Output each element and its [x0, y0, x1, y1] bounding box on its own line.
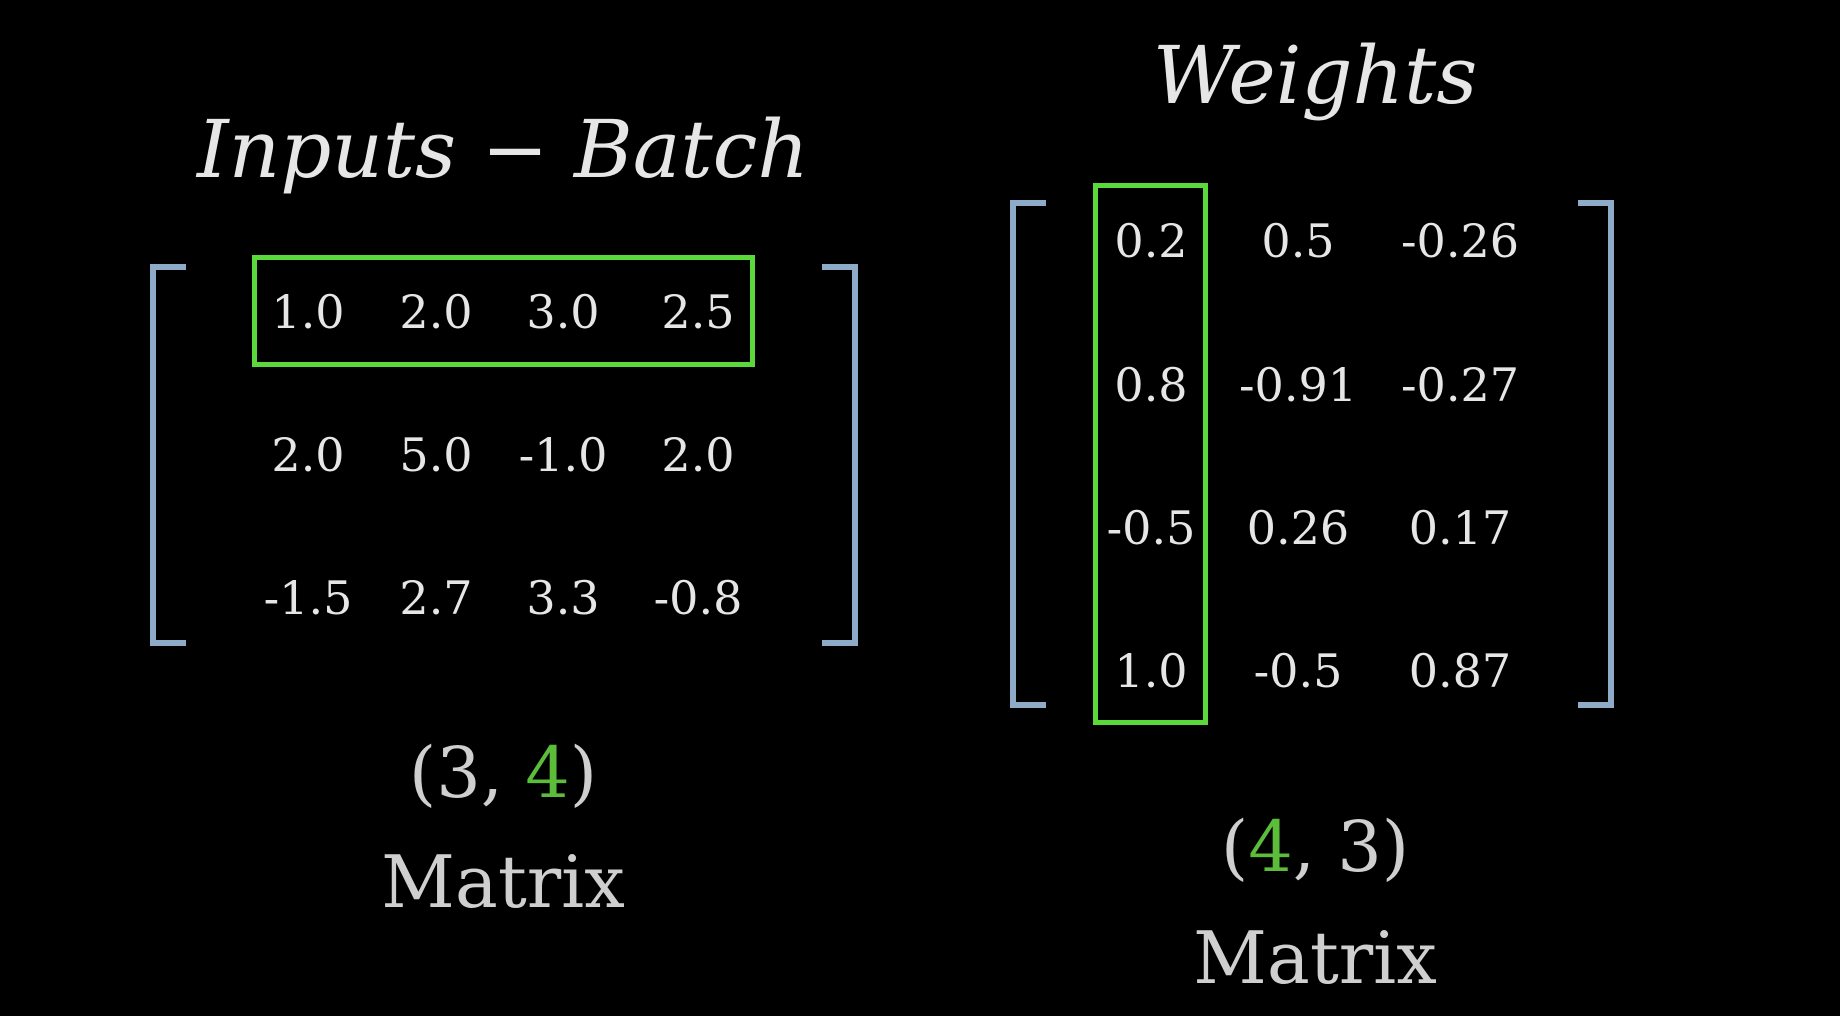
- inputs-left-bracket: [150, 264, 186, 646]
- weights-matrix-label: Matrix: [1193, 916, 1437, 1000]
- inputs-shape-sep: ,: [480, 732, 526, 814]
- weights-title: Weights: [1152, 29, 1478, 122]
- inputs-shape-close: ): [569, 732, 598, 814]
- inputs-shape-cols: 4: [525, 732, 570, 814]
- inputs-row-highlight: [252, 255, 755, 367]
- weights-cell-r0-c1: 0.5: [1261, 214, 1335, 268]
- weights-shape-sep: ,: [1292, 806, 1338, 888]
- inputs-cell-r1-c3: 2.0: [661, 428, 735, 482]
- weights-cell-r1-c1: -0.91: [1239, 358, 1357, 412]
- inputs-cell-r2-c2: 3.3: [526, 571, 600, 625]
- inputs-cell-r0-c1: 2.0: [399, 285, 473, 339]
- weights-cell-r0-c2: -0.26: [1401, 214, 1519, 268]
- weights-cell-r1-c2: -0.27: [1401, 358, 1519, 412]
- weights-shape-open: (: [1220, 806, 1249, 888]
- inputs-matrix-label: Matrix: [381, 840, 625, 924]
- weights-cell-r1-c0: 0.8: [1114, 358, 1188, 412]
- inputs-right-bracket: [822, 264, 858, 646]
- inputs-cell-r0-c3: 2.5: [661, 285, 735, 339]
- inputs-shape-open: (: [408, 732, 437, 814]
- weights-shape-rows: 4: [1248, 806, 1293, 888]
- weights-cell-r3-c1: -0.5: [1253, 644, 1343, 698]
- weights-shape: (4, 3): [1040, 812, 1590, 882]
- weights-cell-r2-c2: 0.17: [1408, 501, 1512, 555]
- weights-cell-r2-c0: -0.5: [1106, 501, 1196, 555]
- weights-right-bracket: [1578, 200, 1614, 708]
- weights-cell-r3-c0: 1.0: [1114, 644, 1188, 698]
- inputs-cell-r2-c1: 2.7: [399, 571, 473, 625]
- weights-shape-close: ): [1381, 806, 1410, 888]
- inputs-cell-r1-c0: 2.0: [271, 428, 345, 482]
- weights-left-bracket: [1010, 200, 1046, 708]
- weights-cell-r2-c1: 0.26: [1246, 501, 1350, 555]
- weights-cell-r3-c2: 0.87: [1408, 644, 1512, 698]
- inputs-cell-r1-c1: 5.0: [399, 428, 473, 482]
- inputs-cell-r0-c0: 1.0: [271, 285, 345, 339]
- inputs-shape: (3, 4): [0, 738, 1006, 808]
- inputs-cell-r2-c3: -0.8: [653, 571, 743, 625]
- weights-shape-cols: 3: [1337, 806, 1382, 888]
- inputs-title: Inputs − Batch: [197, 103, 809, 196]
- inputs-cell-r0-c2: 3.0: [526, 285, 600, 339]
- inputs-cell-r2-c0: -1.5: [263, 571, 353, 625]
- inputs-shape-rows: 3: [436, 732, 481, 814]
- weights-cell-r0-c0: 0.2: [1114, 214, 1188, 268]
- weights-column-highlight: [1093, 183, 1208, 725]
- inputs-cell-r1-c2: -1.0: [518, 428, 608, 482]
